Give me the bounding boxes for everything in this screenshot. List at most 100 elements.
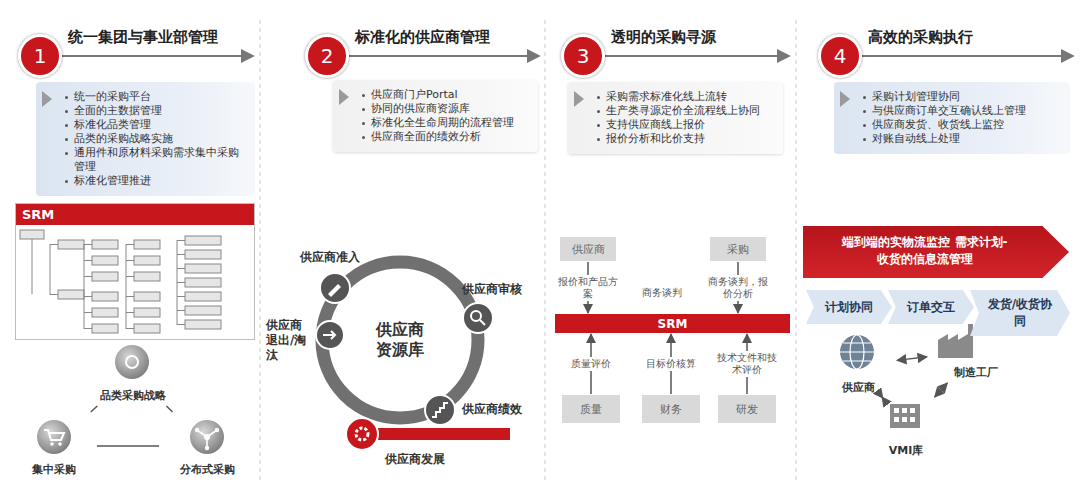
node-text: VMI库 [889,443,924,458]
banner-arrow: 端到端的实物流监控 需求计划-收货的信息流管理 [803,226,1069,278]
role-box: 采购 [710,237,766,261]
edge-label: 商务谈判，报价分析 [704,275,772,301]
tree-line [50,244,58,245]
panel4-icons [840,324,973,428]
tree-box [134,292,160,301]
tree-line [177,240,185,241]
panel-title: 高效的采购执行 [868,28,973,47]
tree-box [134,256,160,265]
node-text: 3 [577,44,590,68]
node-text: 2 [321,44,334,68]
panel-title: 统一集团与事业部管理 [68,28,218,47]
tree-line [84,244,92,245]
tree-box [20,230,44,239]
tree-box [92,308,118,317]
node-text: 标准化品类管理 [64,118,247,132]
number-circle: 1 [18,34,62,78]
number-circle: 2 [305,34,349,78]
node-text: 质量 [580,402,602,417]
node-text: 供应商绩效 [462,402,540,417]
chevron-step: 发货/收货协同 [970,290,1070,336]
icon-node: 品类采购战略 [88,343,178,403]
node-text: SRM [658,317,688,331]
tree-line [177,282,185,283]
node-text: 供应商门户Portal [361,88,530,102]
node-text: 采购需求标准化线上流转 [596,90,775,104]
tree-line [126,296,134,297]
node-text: 全面的主数据管理 [64,104,247,118]
node-text: 对账自动线上处理 [862,132,1062,146]
tree-line [177,240,178,325]
node-text: 生产类寻源定价全流程线上协同 [596,104,775,118]
tree-box [185,264,221,273]
tree-line [126,244,127,329]
tree-line [84,312,92,313]
panel-title: 标准化的供应商管理 [355,28,490,47]
edge-label: 报价和产品方案 [554,275,622,301]
icon-node: 制造工厂 [930,322,1022,380]
connector [897,357,927,361]
tree-line [84,244,85,329]
tree-line [84,260,92,261]
stage-label: 供应商绩效 [462,402,540,418]
bullet-box: 统一的采购平台全面的主数据管理标准化品类管理品类的采购战略实施通用件和原材料采购… [36,82,255,196]
tree-line [126,260,134,261]
node-text: 供应商审核 [462,282,540,297]
node-text: 端到端的实物流监控 需求计划-收货的信息流管理 [817,234,1033,268]
node-text: 供应商 [842,380,875,395]
tree-box [185,236,221,245]
tree-line [84,296,92,297]
tree-box [134,240,160,249]
icon-node: 供应商 [822,335,894,395]
tree-line [177,254,185,255]
tree-line [177,310,185,311]
connector [97,445,159,447]
node-text: 供应商资源库 [370,320,430,360]
tree-box [185,306,221,315]
connector [881,397,883,398]
panel-title: 透明的采购寻源 [611,28,716,47]
node-text: 通用件和原材料采购需求集中采购管理 [64,146,247,174]
tree-box [185,292,221,301]
node-text: 报价分析和比价支持 [596,132,775,146]
tree-line [177,268,185,269]
node-text: 供应商 [572,242,605,257]
stage-label: 供应商退出/淘汰 [266,318,312,363]
tree-line [177,324,185,325]
node-text: 协同的供应商资源库 [361,102,530,116]
stage-label: 供应商发展 [385,452,465,468]
connector [166,406,172,412]
node-text: 供应商全面的绩效分析 [361,130,530,144]
tree-line [126,328,134,329]
tree-box [134,324,160,333]
separators [260,20,796,482]
bullet-box: 采购需求标准化线上流转生产类寻源定价全流程线上协同支持供应商线上报价报价分析和比… [568,82,783,154]
tree-line [32,239,33,294]
tree-box [134,272,160,281]
node-text: 采购 [727,242,749,257]
stage-label: 供应商准入 [300,250,380,266]
node-text: 供应商发展 [385,452,465,467]
center-label: 供应商资源库 [370,314,430,366]
chevron-step: 计划协同 [806,290,892,324]
role-box: 供应商 [560,237,616,261]
tree-line [126,244,134,245]
node-text: 供应商退出/淘汰 [266,318,312,363]
node-text: 集中采购 [32,462,76,477]
tree-box [185,278,221,287]
tree-box [58,240,84,249]
node-text: 财务 [660,402,682,417]
flow-label: 商务谈判 [642,286,682,300]
tree-line [177,296,185,297]
role-box: 研发 [718,395,776,423]
edge-label: 质量评价 [569,357,613,371]
node-text: 与供应商订单交互确认线上管理 [862,104,1062,118]
tree-box [92,324,118,333]
chevron-step: 订单交互 [888,290,974,324]
tree-box [185,250,221,259]
connector [91,406,97,412]
node-text: 4 [834,44,847,68]
tree-line [126,276,134,277]
node-text: 供应商准入 [300,250,380,265]
node-text: 1 [34,44,47,68]
